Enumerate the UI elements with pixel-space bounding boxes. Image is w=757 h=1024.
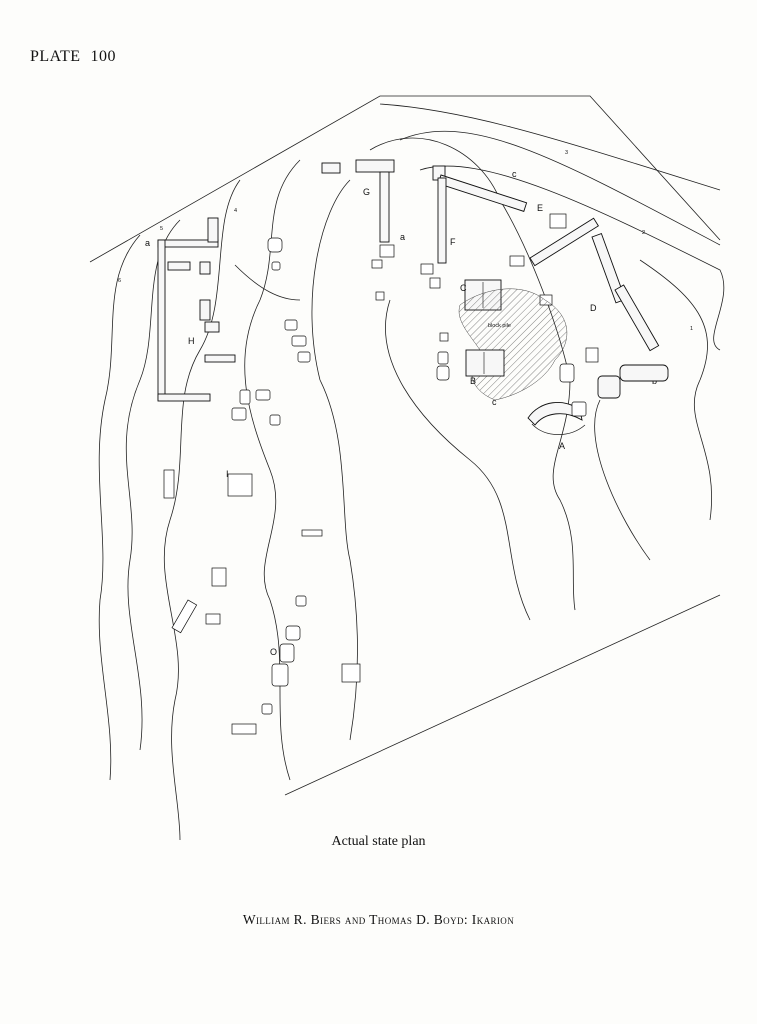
wall-g [321,159,395,301]
contour-number-1: 1 [690,326,693,332]
section-c-top: c [512,169,517,179]
label-d: D [590,303,597,313]
contour-number-3: 3 [565,150,568,156]
walls-ef [420,165,567,289]
structure-a [527,401,587,436]
label-f: F [450,237,456,247]
walls-d [529,217,669,399]
contour-number-5: 5 [160,226,163,232]
contour-number-4: 4 [234,208,237,214]
plan-caption: Actual state plan [331,834,426,849]
label-i: I [226,469,229,479]
contour-number-6: 6 [118,278,121,284]
label-b: B [470,376,476,386]
contour-number-2: 2 [642,230,645,236]
building-b [436,332,505,381]
section-a-right: a [400,232,405,242]
label-o: O [270,647,277,657]
plate-number: 100 [90,48,116,65]
label-a: A [559,441,565,451]
author-credit: William R. Biers and Thomas D. Boyd: Ika… [242,912,515,927]
site-boundary [89,95,721,796]
section-markers: a a b b c c [145,169,657,407]
label-c: C [460,283,467,293]
building-h [157,217,236,402]
building-labels: A B C D E F G H I O [188,187,597,657]
contour-lines [98,103,725,841]
rubble-stones [163,237,361,735]
label-h: H [188,336,195,346]
label-e: E [537,203,543,213]
section-a-left: a [145,238,150,248]
block-pile-label: block pile [488,323,511,329]
plate-label: PLATE 100 [30,48,116,66]
label-g: G [363,187,370,197]
plate-word: PLATE [30,48,81,65]
contour-numbers: 3 2 1 4 5 6 [118,150,693,332]
section-c-bottom: c [492,397,497,407]
